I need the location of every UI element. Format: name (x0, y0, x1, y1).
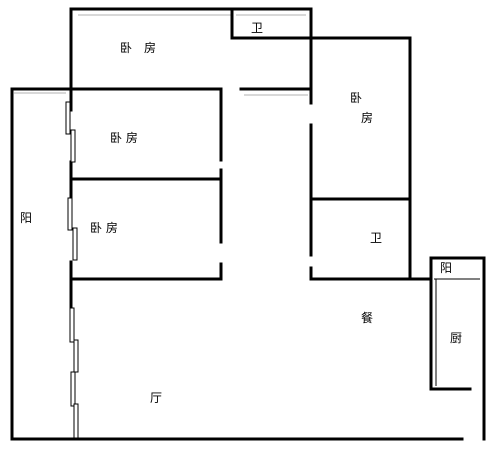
label-kitchen: 厨 (450, 331, 462, 345)
label-bath-right: 卫 (370, 231, 382, 245)
window-panel (69, 307, 75, 343)
window-panel (65, 101, 71, 135)
window-panel (73, 339, 79, 373)
label-bedroom-top: 卧 房 (120, 40, 156, 55)
faint-lines (14, 14, 308, 96)
walls (10, 7, 486, 441)
window-panel (70, 129, 76, 163)
window-panel (72, 227, 78, 261)
label-bath-top: 卫 (251, 21, 263, 35)
windows (65, 101, 79, 439)
label-bedroom-lower: 卧 房 (90, 220, 118, 235)
label-living: 厅 (150, 391, 162, 405)
label-bedroom-mid: 卧 房 (110, 130, 138, 145)
label-balcony-left: 阳 (20, 211, 32, 225)
label-dining: 餐 (361, 310, 373, 325)
room-labels: 卧 房 卫 卧 房 卧 房 卧 房 阳 卫 餐 阳 厨 厅 (20, 21, 462, 405)
label-balcony-right: 阳 (440, 261, 452, 275)
window-panel (73, 403, 79, 439)
window-panel (67, 197, 73, 231)
window-panel (70, 371, 76, 407)
label-bedroom-right-1: 卧 (350, 91, 362, 105)
label-bedroom-right-2: 房 (361, 110, 373, 125)
